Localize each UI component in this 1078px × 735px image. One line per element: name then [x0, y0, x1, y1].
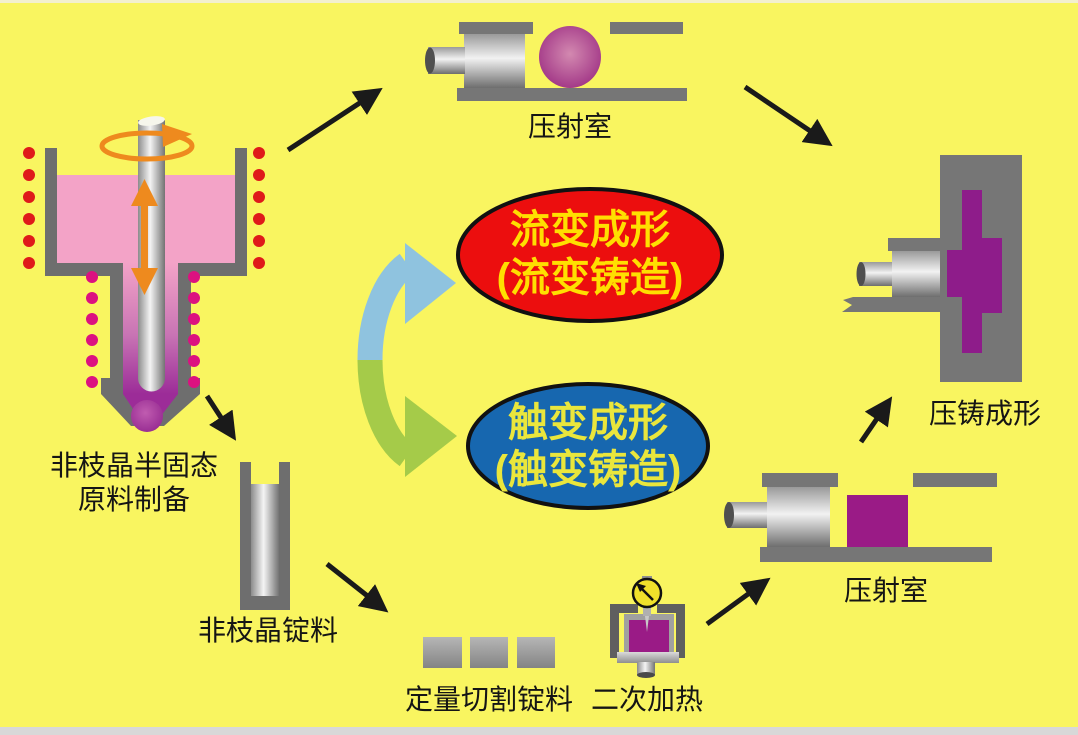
thixo-label-line1: 触变成形: [508, 401, 668, 445]
flow-arrows: [204, 84, 893, 627]
piston-body: [464, 34, 525, 88]
stirring-crucible: [23, 116, 265, 432]
piston-rod-end: [724, 502, 734, 528]
thixoforming-ellipse: 触变成形 (触变铸造): [466, 382, 710, 510]
label-reheating: 二次加热: [591, 684, 703, 715]
induction-coil-red-dots: [23, 147, 265, 269]
piston-body: [892, 251, 940, 297]
rotation-arrow-icon: [99, 124, 195, 162]
label-shot-chamber-bottom: 压射室: [844, 575, 928, 606]
label-slurry-prep-line2: 原料制备: [78, 484, 190, 515]
shot-chamber-bottom: [724, 473, 997, 562]
cast-part: [947, 190, 1002, 353]
thixo-ellipse-shape: [466, 382, 710, 510]
base-bar-torn: [842, 297, 940, 312]
chamber-base-bar: [760, 547, 992, 562]
cycle-arrow-blue-head: [405, 243, 456, 324]
chamber-base-bar: [457, 88, 687, 101]
slurry-ball: [539, 26, 601, 88]
temperature-gauge-icon: [631, 576, 663, 632]
die-casting-machine: [842, 155, 1022, 382]
arrow-reheat-to-shot-bottom: [705, 577, 771, 627]
label-cut-ingot: 定量切割锭料: [405, 684, 573, 715]
arrow-ingot-to-slugs: [325, 562, 389, 613]
rheo-label-line2: (流变铸造): [497, 256, 684, 300]
piston-flange: [762, 473, 838, 487]
cycle-arrows: [357, 243, 457, 477]
ingot-mold: [240, 462, 290, 610]
slug-3: [517, 637, 555, 668]
crucible-walls: [45, 148, 247, 426]
chamber-top-bar: [913, 473, 997, 487]
cycle-arrow-blue: [357, 253, 415, 363]
piston-rod-end: [425, 47, 435, 74]
chamber-top-bar: [610, 22, 683, 34]
label-slurry-prep-line1: 非枝晶半固态: [50, 450, 218, 481]
reheating-station: [610, 576, 685, 678]
coil-brackets: [610, 604, 685, 658]
thixo-label-line2: (触变铸造): [495, 448, 682, 492]
reheated-slug: [629, 620, 669, 653]
pedestal-stem: [637, 662, 655, 675]
piston-flange: [459, 22, 533, 34]
shot-chamber-top: [425, 22, 687, 101]
slug-billet: [847, 495, 908, 547]
slug-1: [423, 637, 462, 668]
rheo-ellipse-shape: [456, 187, 724, 323]
page-top-edge: [0, 0, 1078, 3]
arrow-crucible-to-shot-top: [286, 87, 383, 153]
arrow-crucible-to-ingot: [204, 394, 237, 441]
stem-base: [637, 672, 655, 678]
label-ingot: 非枝晶锭料: [198, 615, 338, 646]
slug-2: [470, 637, 508, 668]
rheoforming-ellipse: 流变成形 (流变铸造): [456, 187, 724, 323]
slurry-droplet: [131, 400, 163, 432]
piston-rod-end: [856, 262, 866, 286]
piston-body: [767, 487, 830, 547]
induction-coil-magenta-dots: [86, 271, 200, 388]
label-shot-chamber-top: 压射室: [528, 111, 612, 142]
mold-walls: [240, 462, 290, 610]
stirrer-rod: [138, 116, 165, 392]
updown-arrow-icon: [131, 179, 158, 295]
pedestal: [617, 652, 679, 663]
ingot: [251, 484, 279, 596]
cycle-arrow-green: [357, 359, 415, 467]
rheo-label-line1: 流变成形: [510, 208, 670, 252]
arrow-shot-top-to-die: [743, 84, 833, 147]
piston-flange: [888, 238, 940, 251]
arrow-shot-bottom-to-die: [858, 396, 893, 444]
label-die-casting: 压铸成形: [929, 398, 1041, 429]
cut-slugs: [423, 637, 555, 668]
cycle-arrow-green-head: [405, 396, 457, 477]
page-bottom-edge: [0, 727, 1078, 735]
